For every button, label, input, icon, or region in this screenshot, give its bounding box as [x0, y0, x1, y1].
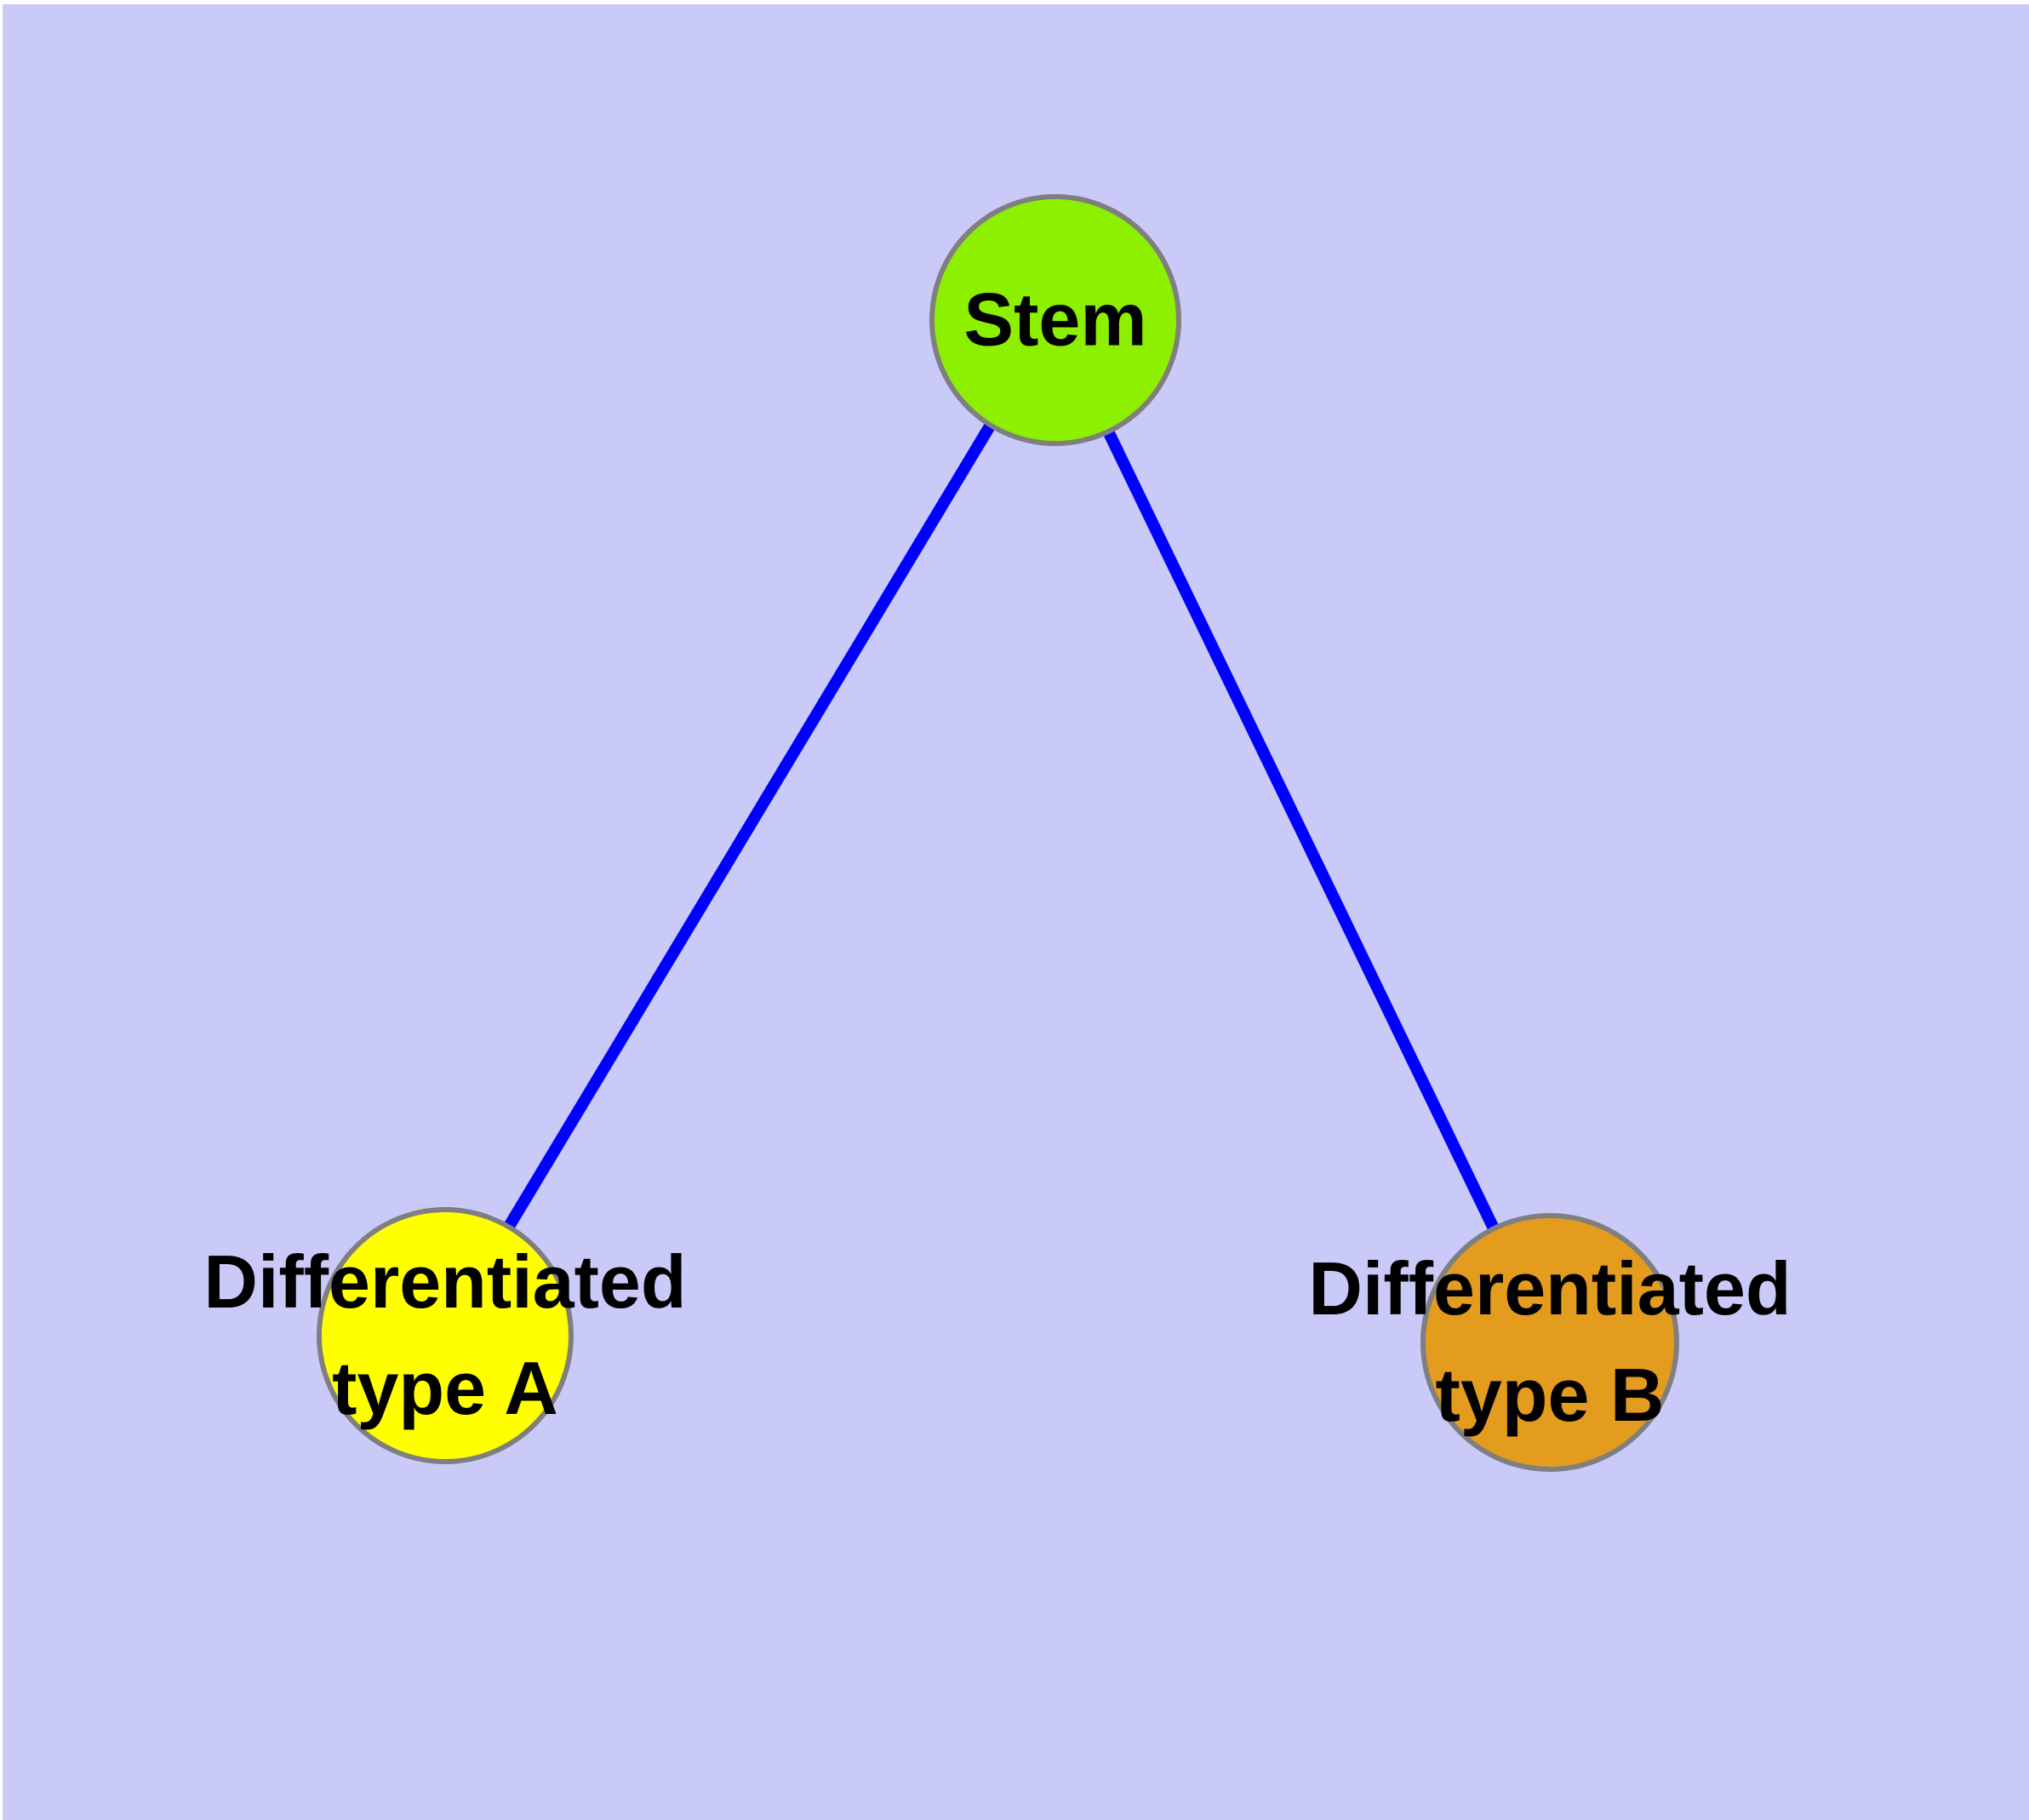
diagram-canvas: Stem Differentiated type A Differentiate…	[3, 4, 2029, 1820]
node-stem	[929, 194, 1181, 446]
edges-layer	[440, 316, 1553, 1342]
node-differentiated-type-b	[1420, 1213, 1679, 1472]
edge-stem-to-type-a	[440, 316, 1060, 1336]
node-differentiated-type-a	[317, 1207, 574, 1464]
edge-stem-to-type-b	[1049, 317, 1553, 1342]
